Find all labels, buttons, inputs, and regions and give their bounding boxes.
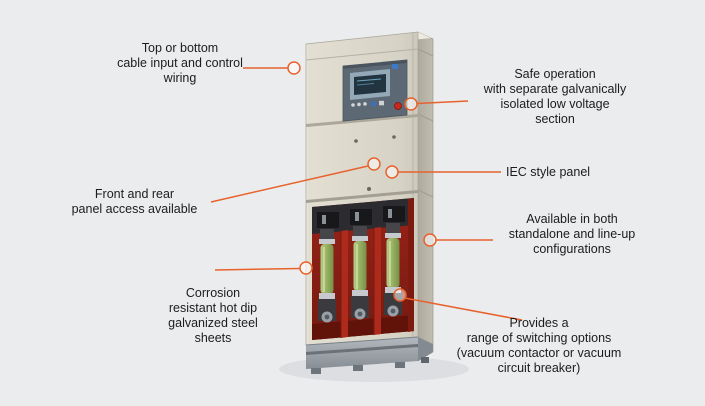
leader-safe-operation (416, 100, 469, 105)
emergency-button (394, 102, 402, 110)
callout-leaders (210, 61, 523, 321)
callout-cable-input: Top or bottom cable input and control wi… (117, 41, 243, 85)
callout-lineup-config: Available in both standalone and line-up… (508, 212, 636, 256)
bay-floor (312, 315, 414, 340)
leveling-foot (421, 357, 429, 363)
callout-steel-sheets: Corrosion resistant hot dip galvanized s… (168, 286, 258, 345)
panel-button (357, 102, 361, 107)
panel-button-blue (371, 101, 376, 106)
contactor-unit (351, 226, 369, 320)
panel-button (363, 102, 367, 106)
callout-switching-options: Provides a range of switching options (v… (456, 316, 622, 375)
bay-divider (341, 230, 348, 338)
switchgear-bay (312, 198, 414, 340)
anchor-iec-panel (385, 165, 399, 179)
bay-divider (374, 227, 381, 335)
leader-panel-access (210, 165, 369, 203)
leveling-foot (311, 368, 321, 374)
cabinet-side-base (418, 337, 433, 361)
leader-steel (214, 267, 301, 271)
anchor-steel (299, 261, 313, 275)
cabinet-base (305, 336, 429, 374)
indicator-blue (392, 64, 398, 69)
anchor-safe-operation (404, 97, 418, 111)
panel-button (351, 103, 355, 107)
contactor-unit (318, 229, 336, 323)
contactor-unit (384, 223, 402, 317)
leader-switching (404, 297, 523, 321)
leveling-foot (395, 362, 405, 368)
callout-safe-operation: Safe operation with separate galvanicall… (483, 67, 627, 126)
cabinet (305, 31, 434, 374)
iec-panel-section (354, 135, 396, 191)
anchor-lineup (423, 233, 437, 247)
anchor-panel-access (367, 157, 381, 171)
anchor-cable-input (287, 61, 301, 75)
callout-panel-access: Front and rear panel access available (71, 187, 198, 216)
panel-button (379, 100, 384, 106)
anchor-switching (393, 288, 407, 302)
leveling-foot (353, 365, 363, 371)
control-panel (342, 59, 408, 122)
bay-right-wall (408, 198, 414, 332)
callout-iec-panel: IEC style panel (506, 165, 591, 179)
